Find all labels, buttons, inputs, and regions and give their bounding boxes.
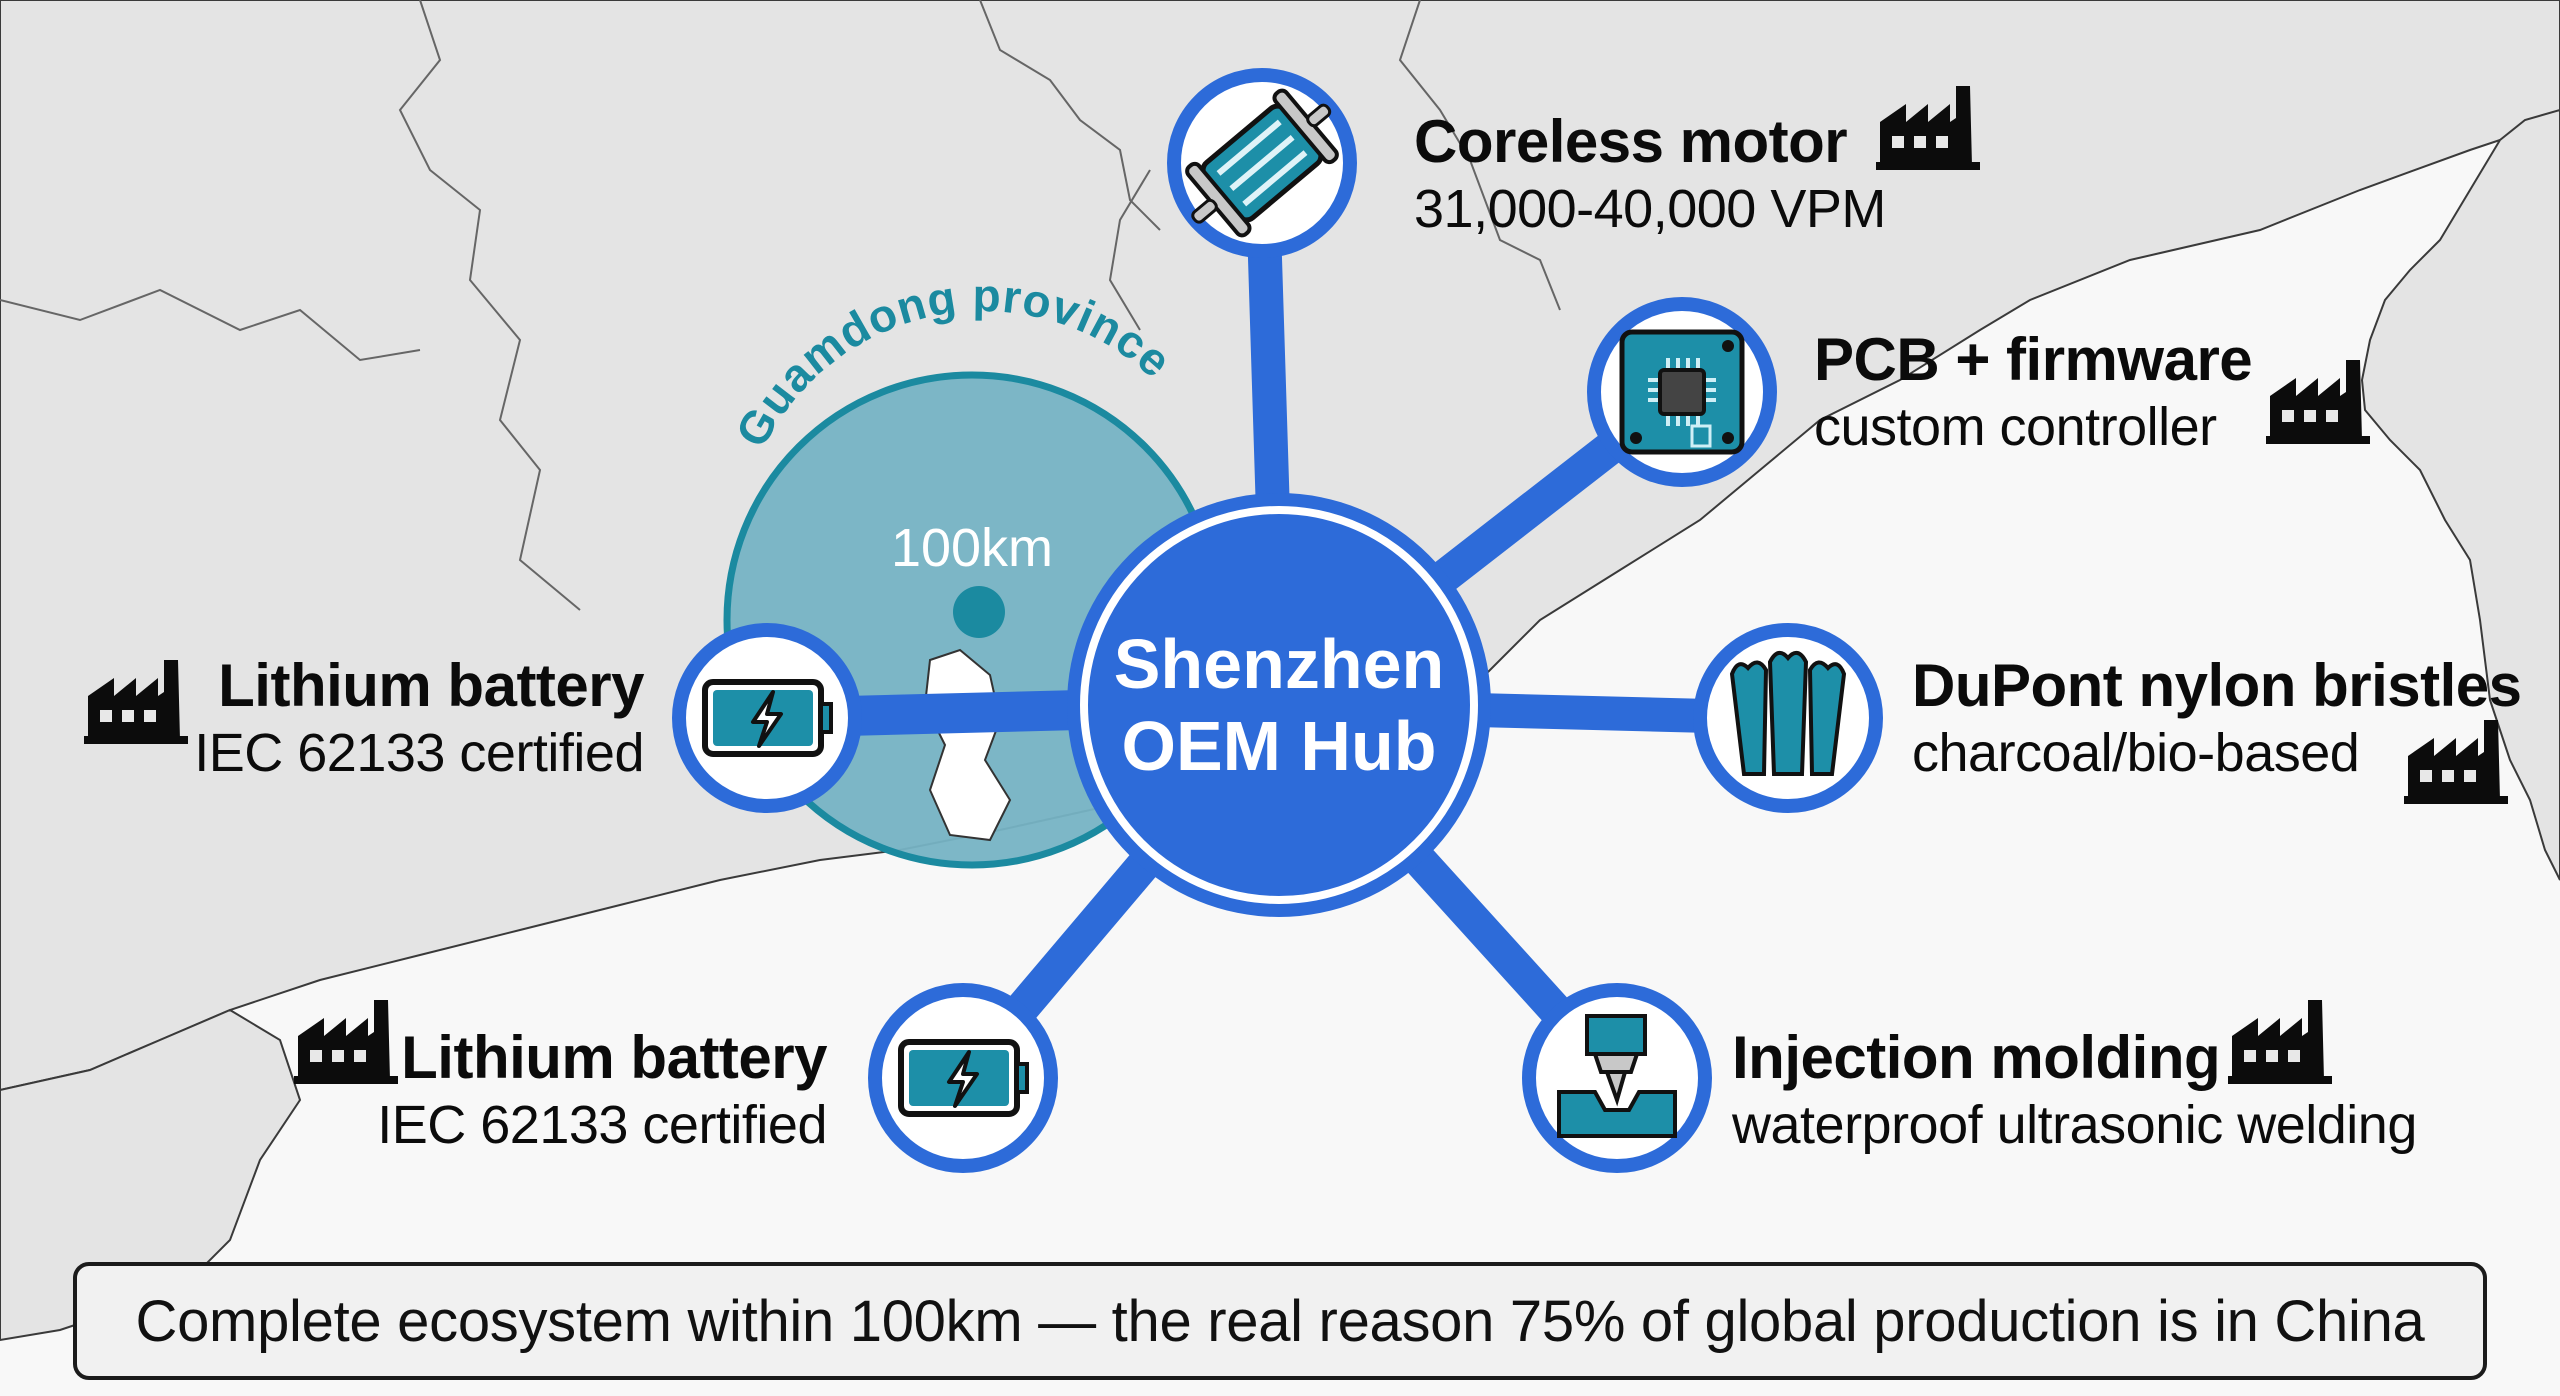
node-motor[interactable]: Coreless motor 31,000-40,000 VPM	[1414, 108, 1886, 242]
footer-text: Complete ecosystem within 100km — the re…	[135, 1288, 2425, 1354]
hub-location-dot	[953, 586, 1005, 638]
footer-banner: Complete ecosystem within 100km — the re…	[73, 1262, 2487, 1380]
province-borders	[0, 0, 1561, 611]
hub-label-line2: OEM Hub	[1121, 707, 1437, 785]
region-radius-label: 100km	[890, 518, 1054, 578]
node-battery-bottom[interactable]: Lithium battery IEC 62133 certified	[377, 1024, 827, 1158]
node-bristles[interactable]: DuPont nylon bristles charcoal/bio-based	[1912, 652, 2522, 786]
node-title: DuPont nylon bristles	[1912, 652, 2522, 719]
hub-label[interactable]: Shenzhen OEM Hub	[1114, 623, 1445, 787]
battery-icon	[898, 1039, 1029, 1117]
battery-icon	[702, 679, 833, 757]
node-subtitle: IEC 62133 certified	[377, 1095, 827, 1155]
bristles-icon	[1729, 650, 1847, 776]
taiwan-land	[2360, 108, 2560, 881]
node-injection[interactable]: Injection molding waterproof ultrasonic …	[1732, 1024, 2417, 1158]
node-subtitle: 31,000-40,000 VPM	[1414, 179, 1886, 239]
southwest-land	[0, 1008, 302, 1342]
node-title: Coreless motor	[1414, 108, 1848, 175]
node-title: PCB + firmware	[1814, 326, 2253, 393]
circuit-board-icon	[1619, 329, 1745, 455]
node-battery-left[interactable]: Lithium battery IEC 62133 certified	[194, 652, 644, 786]
node-subtitle: custom controller	[1814, 397, 2217, 457]
hub-circle-ring	[1080, 506, 1478, 904]
hub-circle-outer	[1067, 493, 1491, 917]
node-subtitle: charcoal/bio-based	[1912, 723, 2360, 783]
node-title: Lithium battery	[218, 652, 644, 719]
motor-icon	[1185, 88, 1339, 238]
node-subtitle: IEC 62133 certified	[194, 723, 644, 783]
node-subtitle: waterproof ultrasonic welding	[1732, 1095, 2417, 1155]
hub-label-line1: Shenzhen	[1113, 625, 1445, 703]
node-title: Injection molding	[1732, 1024, 2221, 1091]
injection-mold-icon	[1557, 1014, 1677, 1138]
node-title: Lithium battery	[401, 1024, 827, 1091]
node-pcb[interactable]: PCB + firmware custom controller	[1814, 326, 2253, 460]
